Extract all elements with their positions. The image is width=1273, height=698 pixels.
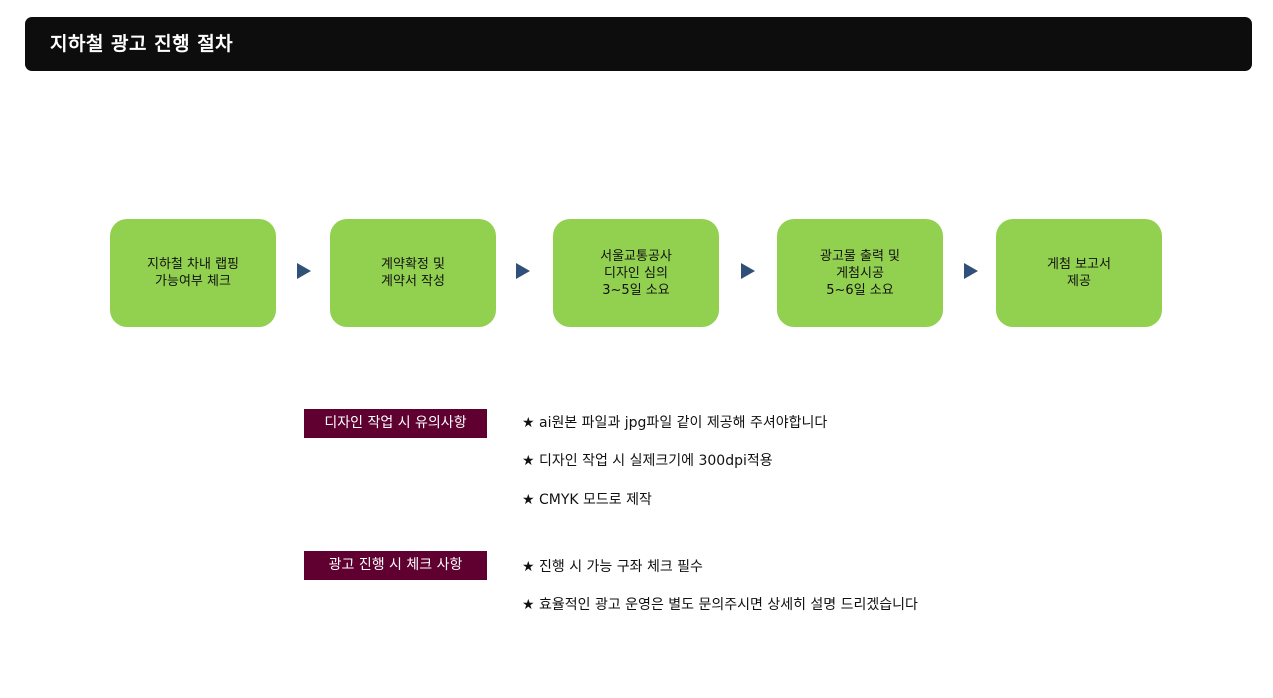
arrow-right-icon [964, 263, 978, 279]
step-box-1: 지하철 차내 랩핑 가능여부 체크 [110, 219, 276, 327]
step-label-5: 게첨 보고서 제공 [1047, 257, 1111, 289]
check-note-item: ★ 진행 시 가능 구좌 체크 필수 [522, 559, 703, 575]
design-notes-tag: 디자인 작업 시 유의사항 [304, 409, 487, 438]
step-box-5: 게첨 보고서 제공 [996, 219, 1162, 327]
step-label-4: 광고물 출력 및 게첨시공 5~6일 소요 [819, 248, 901, 298]
step-label-1: 지하철 차내 랩핑 가능여부 체크 [147, 257, 239, 289]
arrow-right-icon [516, 263, 530, 279]
design-note-item: ★ 디자인 작업 시 실제크기에 300dpi적용 [522, 453, 773, 469]
step-box-4: 광고물 출력 및 게첨시공 5~6일 소요 [777, 219, 943, 327]
step-label-2: 계약확정 및 계약서 작성 [381, 257, 445, 289]
check-note-item: ★ 효율적인 광고 운영은 별도 문의주시면 상세히 설명 드리겠습니다 [522, 597, 918, 613]
design-note-item: ★ ai원본 파일과 jpg파일 같이 제공해 주셔야합니다 [522, 415, 828, 431]
design-note-item: ★ CMYK 모드로 제작 [522, 492, 652, 508]
arrow-right-icon [741, 263, 755, 279]
step-label-3: 서울교통공사 디자인 심의 3~5일 소요 [600, 248, 672, 298]
title-bar: 지하철 광고 진행 절차 [25, 17, 1252, 71]
check-notes-tag: 광고 진행 시 체크 사항 [304, 551, 487, 580]
step-box-2: 계약확정 및 계약서 작성 [330, 219, 496, 327]
step-box-3: 서울교통공사 디자인 심의 3~5일 소요 [553, 219, 719, 327]
page-title: 지하철 광고 진행 절차 [50, 33, 234, 55]
arrow-right-icon [297, 263, 311, 279]
